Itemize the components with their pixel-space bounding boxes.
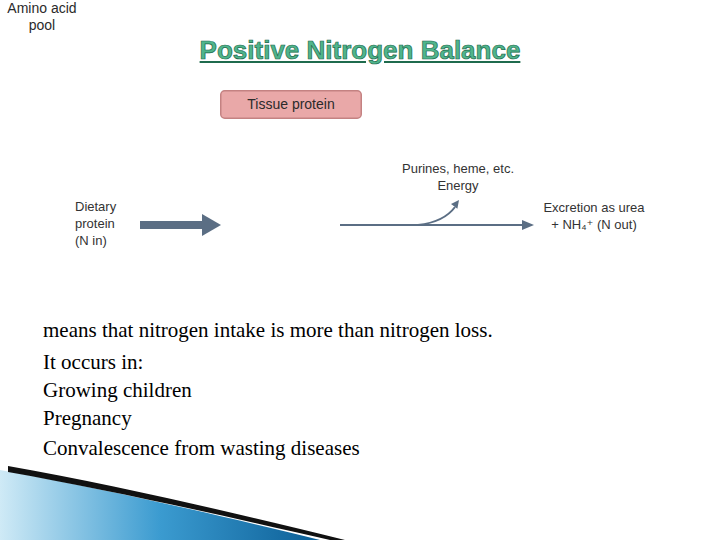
list-item: Convalescence from wasting diseases: [43, 435, 360, 461]
process-box: Tissue protein: [220, 90, 362, 119]
node-label-group: Tissue protein: [247, 96, 334, 113]
excretion-arrow-shaft: [340, 224, 524, 226]
branch-arrow-shaft: [418, 207, 455, 225]
excretion-label: Excretion as urea + NH₄⁺ (N out): [538, 199, 650, 233]
node-label: Tissue protein: [247, 96, 334, 113]
input-label: Dietary protein (N in): [75, 198, 131, 249]
list-item: Growing children: [43, 377, 192, 403]
node-label-group: Amino acid pool: [0, 0, 84, 34]
decor-swoosh: [0, 470, 320, 540]
list-intro: It occurs in:: [43, 349, 143, 375]
intake-arrow-shaft: [140, 221, 203, 229]
definition-text: means that nitrogen intake is more than …: [43, 317, 493, 343]
output-label: Purines, heme, etc. Energy: [392, 160, 524, 194]
decor-stripe: [8, 466, 345, 540]
slide-title: Positive Nitrogen Balance: [0, 34, 720, 66]
branch-arrow-head: [451, 200, 459, 209]
excretion-arrow-head: [522, 220, 534, 230]
box-shape: [221, 90, 362, 118]
intake-arrow-head: [202, 214, 221, 236]
list-item: Pregnancy: [43, 405, 132, 431]
node-label: Amino acid pool: [0, 0, 84, 34]
pool-ellipse: Amino acid pool: [0, 0, 84, 34]
